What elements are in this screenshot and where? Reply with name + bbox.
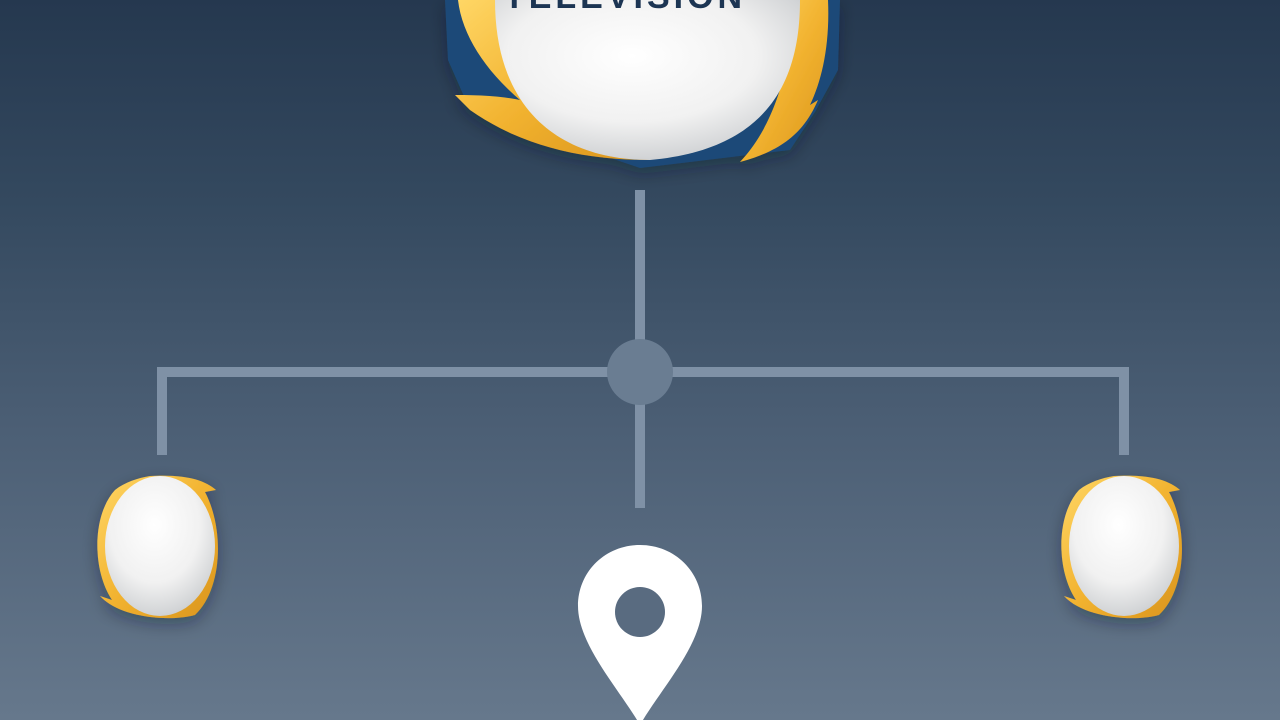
left-globe-sphere <box>105 476 215 616</box>
left-globe-node <box>97 475 218 619</box>
connector-hub <box>607 339 673 405</box>
logo-text: TELEVISION <box>504 0 746 16</box>
television-logo: TELEVISION <box>445 0 840 168</box>
right-globe-node <box>1061 475 1182 619</box>
map-pin-node <box>578 545 702 720</box>
logo-globe <box>495 0 800 160</box>
right-globe-sphere <box>1069 476 1179 616</box>
map-pin-hole <box>615 587 665 637</box>
